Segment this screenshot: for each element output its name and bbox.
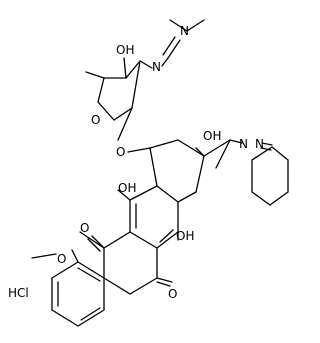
atom-n-hydrazone-2: N [255,137,264,151]
atom-n-imine: N [152,60,161,74]
atom-oh-c11: OH [176,229,194,243]
atom-o-glycosidic: O [116,145,125,159]
atom-o-quinone-bottom: O [168,287,177,301]
atom-o-quinone-top: O [80,221,89,235]
salt-label: HCl [8,286,29,300]
atom-oh-c9: OH [203,129,221,143]
atom-oh-c6: OH [118,181,136,195]
atom-o-ring: O [91,113,100,127]
atom-n-hydrazone-1: N [239,137,248,151]
structure-drawing: N N OH O O OH N N OH OH O O O HCl [8,19,289,327]
atom-o-methoxy: O [57,252,66,266]
molecule-structure: N N OH O O OH N N OH OH O O O HCl [8,19,289,327]
bond-lines [31,19,289,327]
atom-n-dimethyl: N [180,24,189,38]
atom-labels: N N OH O O OH N N OH OH O O O [57,24,264,301]
atom-oh-sugar: OH [116,43,134,57]
